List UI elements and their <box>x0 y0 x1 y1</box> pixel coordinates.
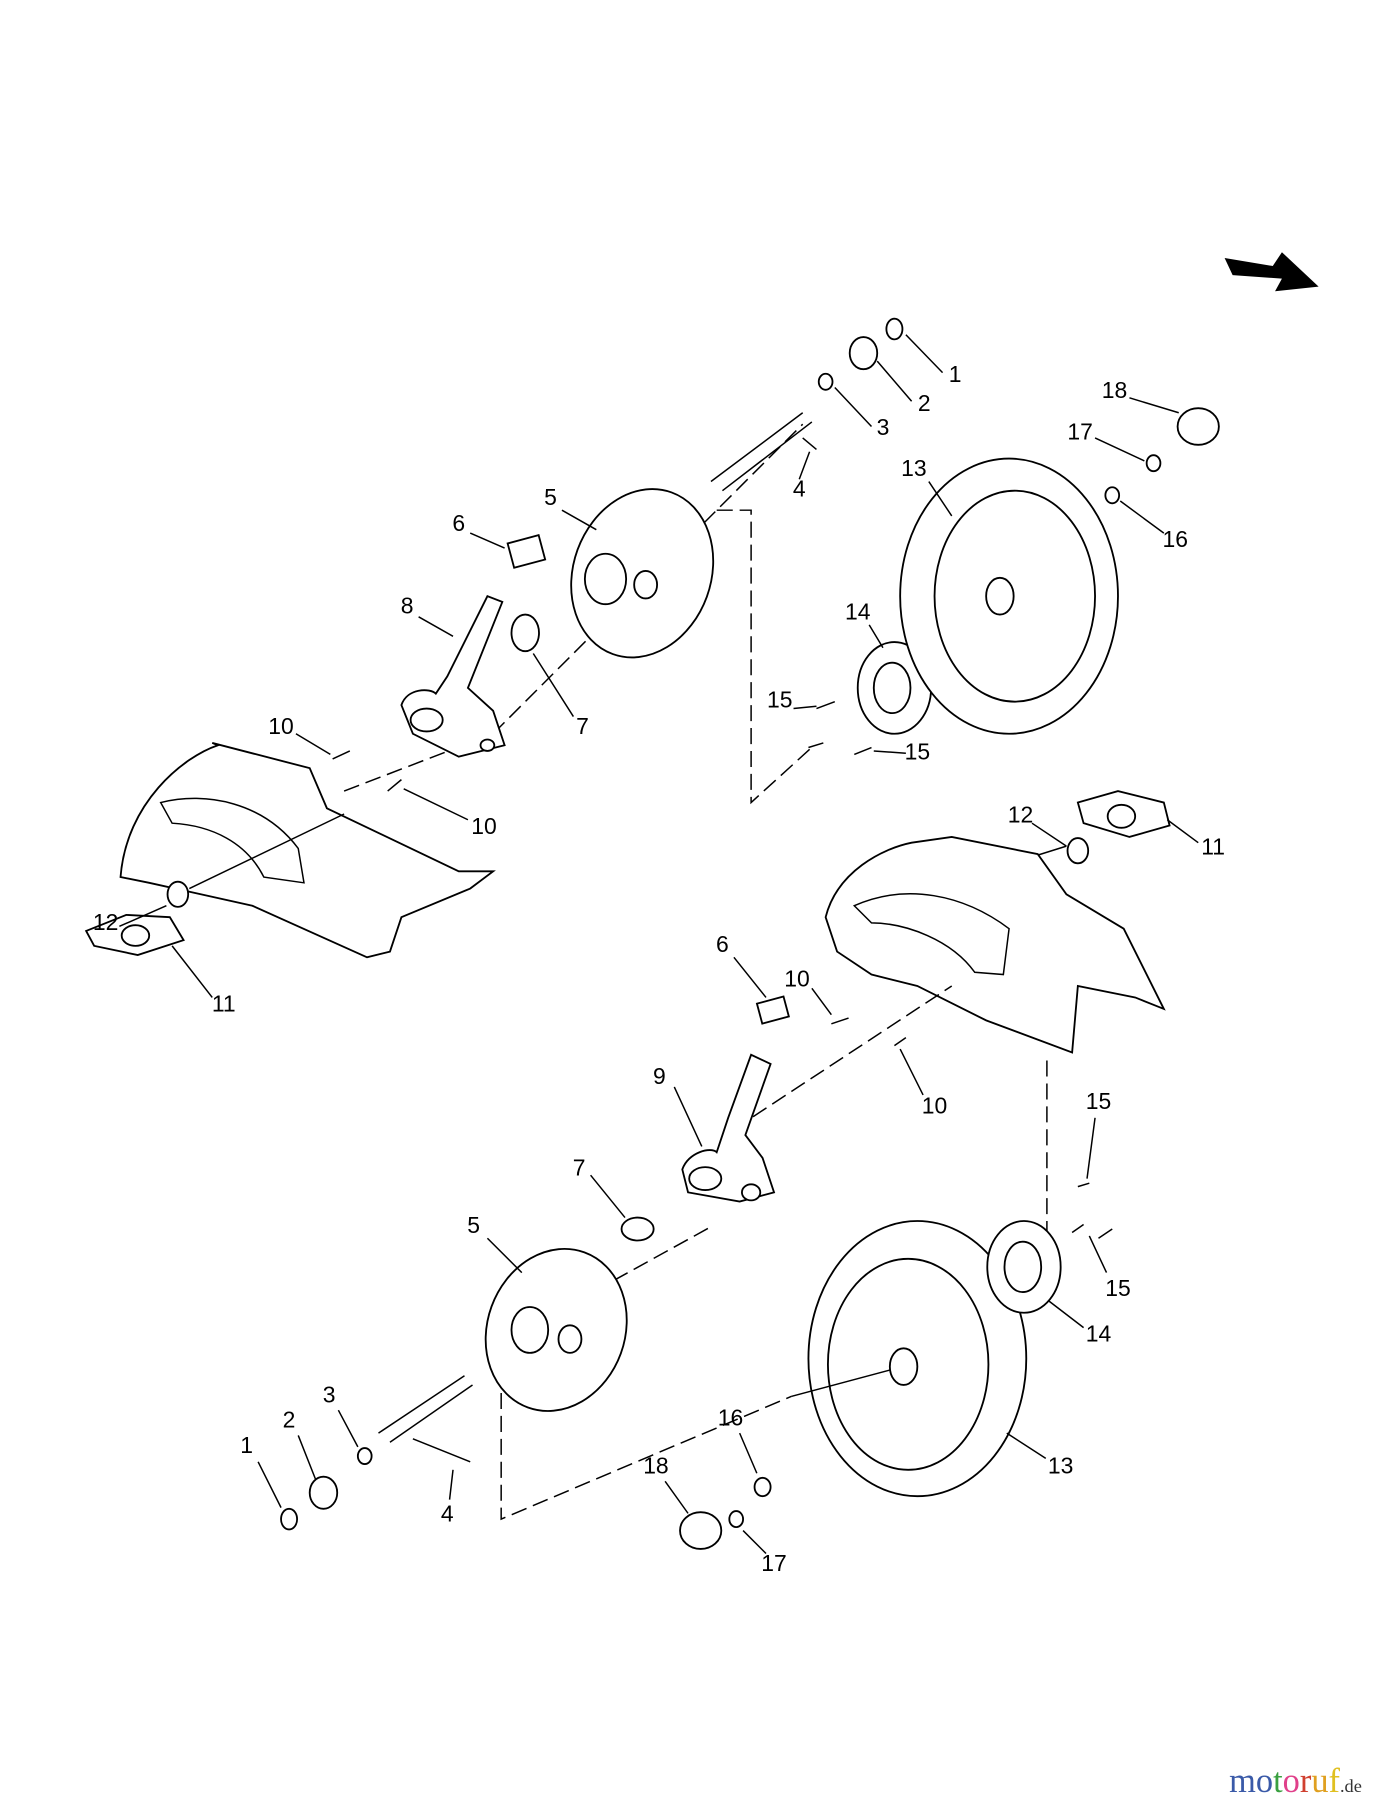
watermark-logo: motoruf.de <box>1229 1762 1362 1800</box>
upper-assembly <box>84 317 1220 959</box>
callout: 16 <box>718 1404 743 1430</box>
wheel-cover-plate <box>119 742 496 959</box>
lower-assembly <box>280 836 1166 1550</box>
callout: 10 <box>784 965 809 991</box>
callout: 8 <box>401 593 414 619</box>
callout: 3 <box>323 1381 336 1407</box>
callout: 6 <box>452 510 465 536</box>
callout: 10 <box>922 1093 947 1119</box>
callout: 2 <box>918 390 931 416</box>
wheel-cover-plate <box>824 836 1166 1054</box>
callout: 15 <box>905 738 930 764</box>
callout: 5 <box>544 484 557 510</box>
callout: 18 <box>1102 377 1127 403</box>
callout: 13 <box>1048 1453 1073 1479</box>
callout: 18 <box>643 1453 668 1479</box>
callout: 7 <box>576 713 589 739</box>
callout: 14 <box>1086 1321 1112 1347</box>
callout: 15 <box>1105 1275 1130 1301</box>
callout: 9 <box>653 1063 666 1089</box>
callout: 3 <box>877 414 890 440</box>
callout: 10 <box>268 713 293 739</box>
callout: 2 <box>283 1407 296 1433</box>
arrow-right-down-icon <box>1224 252 1319 292</box>
callout: 10 <box>471 813 496 839</box>
callouts-upper: 1 2 3 4 5 6 7 8 10 10 11 12 13 14 15 15 … <box>93 334 1225 1017</box>
height-adjuster-bracket <box>681 1053 776 1203</box>
callout: 15 <box>1086 1088 1111 1114</box>
callout: 11 <box>212 991 236 1017</box>
callout: 4 <box>793 476 806 502</box>
callout: 13 <box>901 455 926 481</box>
callout: 12 <box>1008 801 1033 827</box>
callouts-lower: 6 10 10 9 7 5 15 15 14 13 16 18 17 1 2 3… <box>240 931 1130 1576</box>
callout: 11 <box>1201 833 1225 859</box>
callout: 16 <box>1163 526 1188 552</box>
callout: 15 <box>767 687 792 713</box>
callout: 14 <box>845 598 871 624</box>
callout: 7 <box>573 1154 586 1180</box>
height-adjuster-bracket <box>400 595 506 758</box>
callout: 17 <box>761 1550 786 1576</box>
callout: 1 <box>240 1432 253 1458</box>
callout: 1 <box>949 361 962 387</box>
drive-disc <box>484 1247 628 1412</box>
callout: 12 <box>93 909 118 935</box>
callout: 17 <box>1067 418 1092 444</box>
callout: 5 <box>467 1212 480 1238</box>
callout: 4 <box>441 1501 454 1527</box>
callout: 6 <box>716 931 729 957</box>
